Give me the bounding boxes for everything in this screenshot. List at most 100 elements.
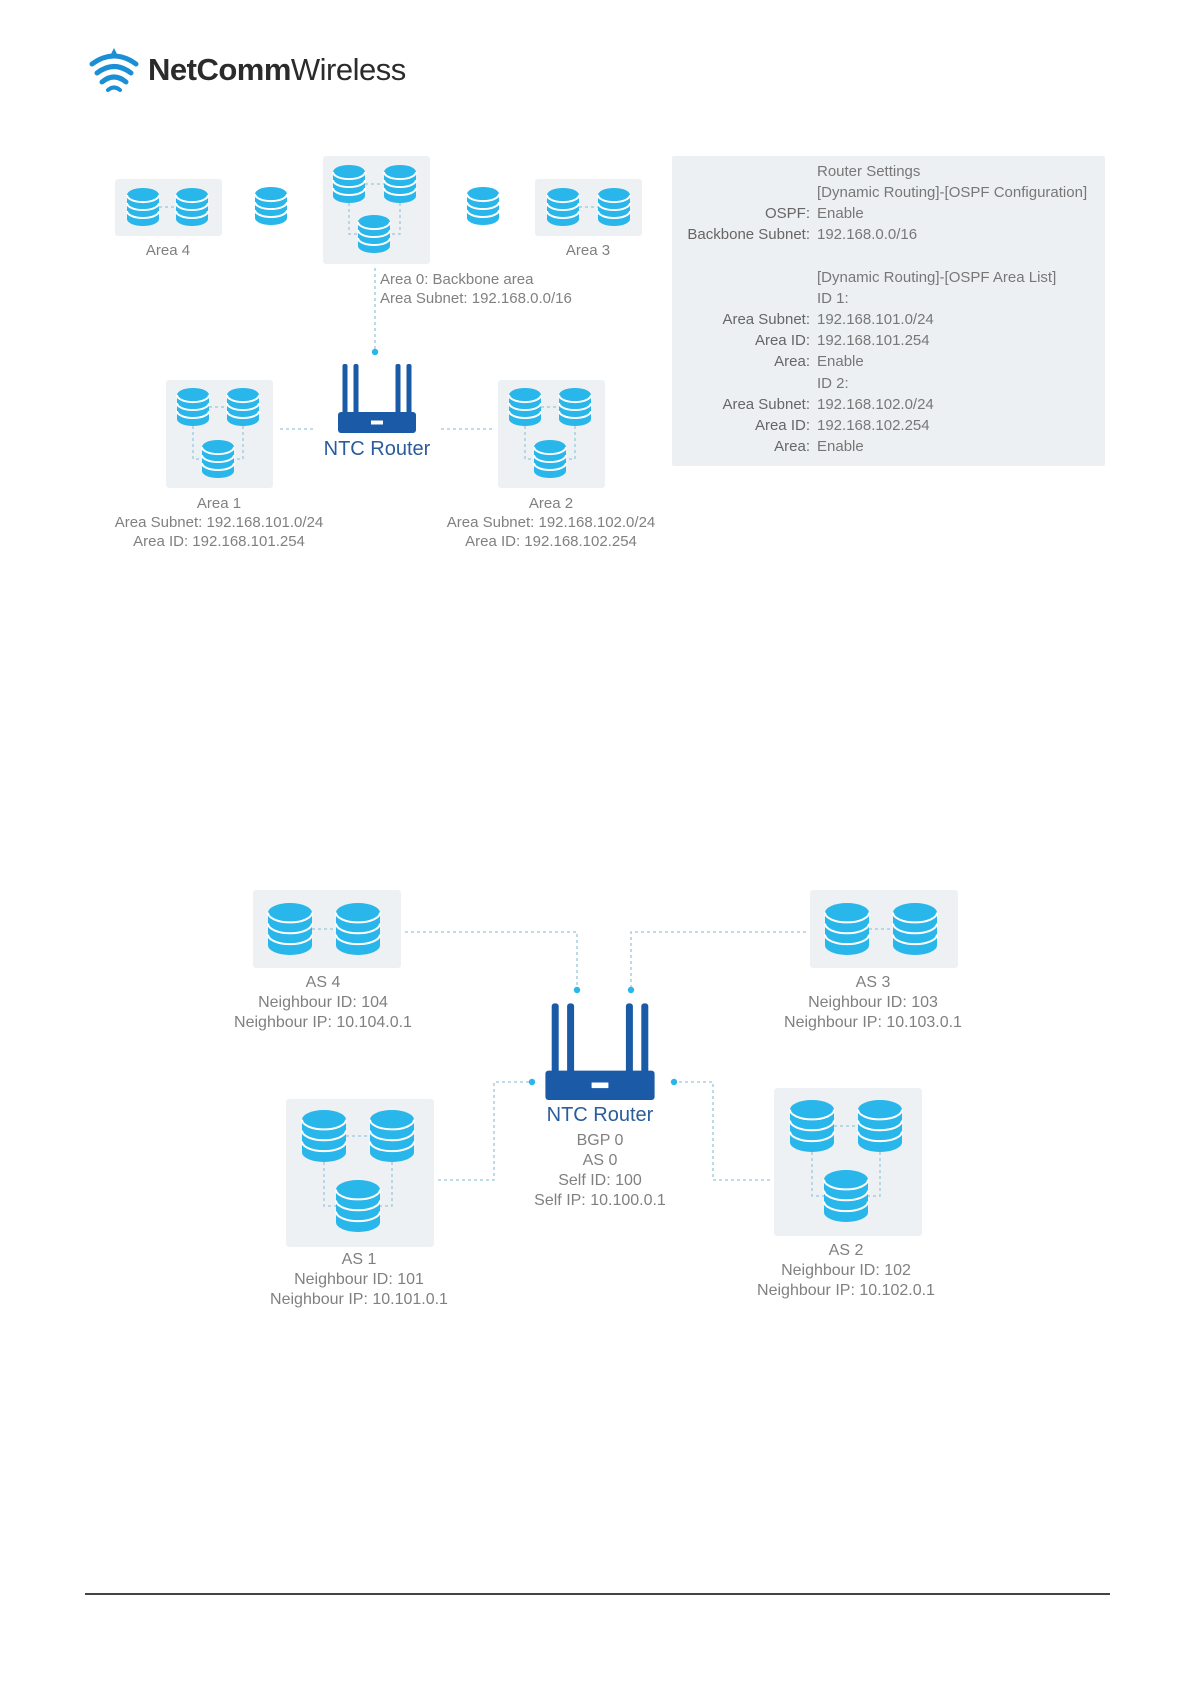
- as1-neighbour-ip: Neighbour IP: 10.101.0.1: [270, 1291, 448, 1308]
- as3-db1-icon: [824, 903, 870, 955]
- as1-connector: [528, 1078, 536, 1086]
- id2-label: ID 2:: [817, 375, 849, 392]
- as4-neighbour-id: Neighbour ID: 104: [258, 994, 388, 1011]
- id2-areaid-value: 192.168.102.254: [817, 417, 930, 434]
- as3-connector: [627, 986, 635, 994]
- area0-db1-icon: [332, 164, 366, 203]
- ospf-router-icon: [338, 364, 416, 433]
- area2-name: Area 2: [528, 495, 574, 512]
- as1-db1-icon: [301, 1110, 347, 1162]
- area4-db1-icon: [126, 187, 160, 226]
- as4-db1-icon: [267, 903, 313, 955]
- area1-link-left: [192, 426, 202, 460]
- area0-link-right: [390, 203, 401, 235]
- id2-subnet-key: Area Subnet:: [722, 396, 810, 413]
- standalone-db-right-icon: [466, 186, 500, 225]
- settings-section-area-list: [Dynamic Routing]-[OSPF Area List]: [817, 269, 1057, 286]
- as1-neighbour-id: Neighbour ID: 101: [294, 1271, 424, 1288]
- id1-areaid-value: 192.168.101.254: [817, 332, 930, 349]
- area1-name: Area 1: [196, 495, 242, 512]
- id2-areaid-key: Area ID:: [754, 417, 810, 434]
- id1-area-value: Enable: [817, 353, 864, 370]
- as1-link-left: [323, 1162, 336, 1207]
- id1-areaid-key: Area ID:: [754, 332, 810, 349]
- as4-db2-icon: [335, 903, 381, 955]
- area1-db2-icon: [226, 388, 260, 426]
- as4-name: AS 4: [305, 974, 341, 991]
- area3-db2-icon: [597, 187, 631, 226]
- area3-label: Area 3: [565, 242, 611, 259]
- as2-router-link: [676, 1081, 770, 1181]
- as3-db2-icon: [892, 903, 938, 955]
- as1-db3-icon: [335, 1180, 381, 1232]
- area2-db1-icon: [508, 388, 542, 426]
- ospf-router-label: NTC Router: [323, 438, 431, 460]
- area0-db2-icon: [383, 164, 417, 203]
- as3-name: AS 3: [855, 974, 891, 991]
- area0-router-connector: [371, 348, 379, 356]
- id2-area-key: Area:: [774, 438, 810, 455]
- area2-db3-icon: [533, 440, 567, 478]
- as2-db1-icon: [789, 1100, 835, 1152]
- as2-neighbour-id: Neighbour ID: 102: [781, 1262, 911, 1279]
- id2-subnet-value: 192.168.102.0/24: [817, 396, 934, 413]
- area1-link-right: [234, 426, 244, 460]
- as1-router-link: [438, 1081, 530, 1181]
- settings-section-ospf-config: [Dynamic Routing]-[OSPF Configuration]: [817, 184, 1088, 201]
- id1-subnet-key: Area Subnet:: [722, 311, 810, 328]
- backbone-subnet-value: 192.168.0.0/16: [817, 226, 918, 243]
- self-ip: Self IP: 10.100.0.1: [534, 1192, 666, 1209]
- as2-db3-icon: [823, 1170, 869, 1222]
- area3-db1-icon: [546, 187, 580, 226]
- area1-db3-icon: [201, 440, 235, 478]
- area2-id: Area ID: 192.168.102.254: [465, 533, 637, 550]
- area4-db2-icon: [175, 187, 209, 226]
- bgp-line: BGP 0: [576, 1132, 624, 1149]
- as2-connector: [670, 1078, 678, 1086]
- area2-link-left: [524, 426, 534, 460]
- area1-db1-icon: [176, 388, 210, 426]
- router-settings-panel: Router Settings [Dynamic Routing]-[OSPF …: [672, 156, 1105, 466]
- standalone-db-left-icon: [254, 186, 288, 225]
- area0-subnet-label: Area Subnet: 192.168.0.0/16: [380, 290, 572, 307]
- id1-label: ID 1:: [817, 290, 849, 307]
- as3-router-link: [630, 931, 806, 988]
- id2-area-value: Enable: [817, 438, 864, 455]
- brand-name-bold: NetComm: [148, 52, 291, 87]
- as2-name: AS 2: [828, 1242, 864, 1259]
- area2-db2-icon: [558, 388, 592, 426]
- as4-connector: [573, 986, 581, 994]
- brand-name: NetCommWireless: [148, 52, 406, 88]
- as1-name: AS 1: [341, 1251, 377, 1268]
- bgp-router-icon: [545, 1003, 655, 1100]
- area0-link-left: [348, 203, 358, 235]
- as2-db2-icon: [857, 1100, 903, 1152]
- area2-link-right: [566, 426, 576, 460]
- area1-subnet: Area Subnet: 192.168.101.0/24: [114, 514, 324, 531]
- id1-area-key: Area:: [774, 353, 810, 370]
- backbone-subnet-key: Backbone Subnet:: [687, 226, 810, 243]
- as-line: AS 0: [582, 1152, 618, 1169]
- area1-id: Area ID: 192.168.101.254: [133, 533, 305, 550]
- netcomm-logo-icon: [89, 48, 139, 92]
- as2-link-left: [811, 1152, 824, 1197]
- ospf-value: Enable: [817, 205, 864, 222]
- settings-title: Router Settings: [817, 163, 921, 180]
- area0-db3-icon: [357, 215, 391, 253]
- as1-db2-icon: [369, 1110, 415, 1162]
- as3-neighbour-ip: Neighbour IP: 10.103.0.1: [784, 1014, 962, 1031]
- as1-link-right: [380, 1162, 393, 1207]
- area2-subnet: Area Subnet: 192.168.102.0/24: [446, 514, 656, 531]
- footer-rule: [85, 1593, 1110, 1595]
- area0-label: Area 0: Backbone area: [380, 271, 534, 288]
- as3-neighbour-id: Neighbour ID: 103: [808, 994, 938, 1011]
- as2-neighbour-ip: Neighbour IP: 10.102.0.1: [757, 1282, 935, 1299]
- area4-label: Area 4: [145, 242, 191, 259]
- id1-subnet-value: 192.168.101.0/24: [817, 311, 934, 328]
- bgp-router-label: NTC Router: [546, 1104, 654, 1126]
- as4-neighbour-ip: Neighbour IP: 10.104.0.1: [234, 1014, 412, 1031]
- brand-name-light: Wireless: [290, 52, 406, 87]
- ospf-key: OSPF:: [764, 205, 810, 222]
- self-id: Self ID: 100: [558, 1172, 642, 1189]
